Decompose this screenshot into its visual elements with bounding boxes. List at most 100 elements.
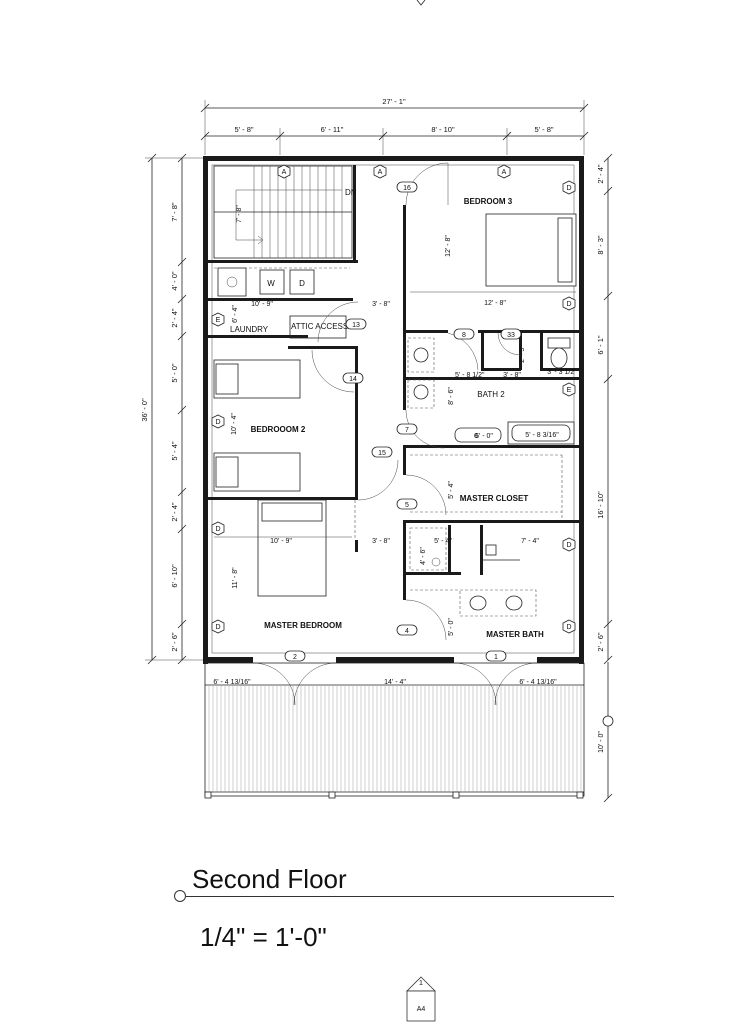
bath-2-dim-b: 2' - 5"	[519, 345, 526, 363]
door-tag: 2	[293, 654, 297, 661]
dimension-top-string: 5' - 8" 6' - 11" 8' - 10" 5' - 8"	[200, 125, 589, 155]
top-dim-4: 5' - 8"	[534, 125, 553, 134]
door-tag: 4	[405, 628, 409, 635]
view-scale: 1/4" = 1'-0"	[200, 922, 327, 952]
right-dim-5: 2' - 6"	[596, 632, 605, 651]
door-tag: 13	[352, 322, 360, 329]
left-dim-7: 6' - 10"	[170, 564, 179, 588]
master-bedroom-depth-dim: 11' - 8"	[232, 567, 239, 589]
dryer-label: D	[299, 279, 305, 288]
bath-2-dim-e: 6' - 0"	[475, 433, 493, 440]
window-tag: D	[215, 526, 220, 533]
sheet-reference-marker: 1 A4	[406, 976, 436, 1022]
view-title: Second Floor	[192, 864, 347, 894]
master-closet-label: MASTER CLOSET	[460, 494, 529, 503]
sheet-number: 1	[419, 980, 423, 987]
bath-2-label: BATH 2	[477, 390, 505, 399]
deck-depth-dim: 10' - 0"	[598, 731, 605, 753]
window-tag: D	[566, 624, 571, 631]
master-bath-dim-d: 5' - 0"	[448, 618, 455, 636]
deck: 6' - 4 13/16" 14' - 4" 6' - 4 13/16" 10'…	[204, 662, 614, 803]
door-tag: 7	[405, 427, 409, 434]
washer-label: W	[267, 279, 275, 288]
stair-dim: 7' - 8"	[236, 205, 243, 223]
door-tag: 1	[494, 654, 498, 661]
top-dim-2: 6' - 11"	[321, 125, 344, 134]
left-dim-6: 2' - 4"	[170, 502, 179, 521]
bath-2-dim-a: 5' - 8 1/2"	[455, 372, 485, 379]
deck-dim-3: 6' - 4 13/16"	[519, 679, 557, 686]
window-tag: A	[282, 169, 287, 176]
exterior-walls	[203, 156, 584, 664]
left-dim-5: 5' - 4"	[170, 441, 179, 460]
bath-2-dim-d: 3' - 3 1/2"	[547, 369, 577, 376]
sheet-id: A4	[416, 1006, 426, 1013]
north-marker	[416, 0, 426, 6]
door-tag: 16	[403, 185, 411, 192]
stair: DN 7' - 8"	[213, 165, 357, 259]
laundry-width-dim: 10' - 9"	[251, 301, 273, 308]
door-tags: 16 13 14 7 15 5 4 8 33 6 2 1	[284, 181, 522, 662]
left-dim-2: 4' - 0"	[170, 271, 179, 290]
right-dim-1: 2' - 4"	[596, 164, 605, 183]
dimension-left-string: 7' - 8" 4' - 0" 2' - 4" 5' - 0" 5' - 4" …	[170, 153, 187, 665]
view-title-block: Second Floor	[174, 862, 614, 904]
view-title-circle	[174, 890, 186, 902]
master-bath-label: MASTER BATH	[486, 630, 544, 639]
master-bedroom: MASTER BEDROOM 10' - 9" 3' - 8" 3' - 8" …	[214, 301, 390, 630]
window-tag: D	[215, 624, 220, 631]
bath-2-tub-dim: 5' - 8 3/16"	[525, 432, 559, 439]
overall-depth-label: 36' - 0"	[140, 398, 149, 422]
window-tag: D	[566, 301, 571, 308]
stair-dn-label: DN	[345, 188, 357, 197]
attic-access-label: ATTIC ACCESS	[291, 322, 348, 331]
master-bath-dim-b: 7' - 4"	[521, 538, 539, 545]
door-tag: 5	[405, 502, 409, 509]
door-swings	[252, 162, 538, 706]
overall-width-label: 27' - 1"	[382, 97, 406, 106]
bath-2-dim-c: 3' - 8"	[503, 372, 521, 379]
laundry-depth-dim: 6' - 4"	[232, 305, 239, 323]
laundry-room: W D 10' - 9" 6' - 4" LAUNDRY ATTIC ACCES…	[214, 267, 350, 339]
hall-width-dim-2: 3' - 8"	[372, 538, 390, 545]
dimension-overall-width: 27' - 1"	[200, 97, 589, 155]
hall-width-dim-1: 3' - 8"	[372, 301, 390, 308]
bedroom-2-label: BEDROOOM 2	[251, 425, 306, 434]
window-tag: A	[502, 169, 507, 176]
top-dim-1: 5' - 8"	[234, 125, 253, 134]
master-bedroom-label: MASTER BEDROOM	[264, 621, 342, 630]
master-bath-dim-a: 5' - 4"	[434, 538, 452, 545]
bedroom-3-width-dim: 12' - 8"	[484, 300, 506, 307]
bedroom-2-depth-dim: 10' - 4"	[231, 413, 238, 435]
master-bath: MASTER BATH 5' - 4" 7' - 4" 4' - 6" 5' -…	[409, 527, 544, 639]
window-tag: A	[378, 169, 383, 176]
master-closet-depth-dim: 5' - 4"	[448, 481, 455, 499]
door-tag: 8	[462, 332, 466, 339]
bath-2-depth-dim: 8' - 6"	[448, 387, 455, 405]
door-tag: 6	[474, 433, 478, 440]
master-closet: MASTER CLOSET 5' - 4"	[410, 454, 563, 518]
dimension-right-string: 2' - 4" 8' - 3" 6' - 1" 16' - 10" 2' - 6…	[596, 153, 613, 665]
right-dim-2: 8' - 3"	[596, 235, 605, 254]
master-bedroom-width-dim: 10' - 9"	[270, 538, 292, 545]
door-tag: 15	[378, 450, 386, 457]
master-bath-dim-c: 4' - 6"	[420, 547, 427, 565]
door-tag: 33	[507, 332, 515, 339]
window-tag: E	[216, 317, 221, 324]
left-dim-4: 5' - 0"	[170, 363, 179, 382]
bedroom-3-label: BEDROOM 3	[464, 197, 513, 206]
window-tag: D	[566, 542, 571, 549]
window-tag: E	[567, 387, 572, 394]
dimension-overall-depth: 36' - 0"	[140, 153, 205, 665]
interior-walls	[208, 165, 579, 600]
window-tags: A A A D D E E D D D D D	[211, 164, 576, 634]
right-dim-3: 6' - 1"	[596, 335, 605, 354]
window-tag: D	[215, 419, 220, 426]
deck-boards	[208, 686, 582, 792]
deck-dim-2: 14' - 4"	[384, 679, 406, 686]
door-tag: 14	[349, 376, 357, 383]
bedroom-3-depth-dim: 12' - 8"	[445, 235, 452, 257]
window-tag: D	[566, 185, 571, 192]
bath-2: BATH 2 5' - 8 1/2" 2' - 5" 3' - 8" 3' - …	[407, 337, 577, 445]
